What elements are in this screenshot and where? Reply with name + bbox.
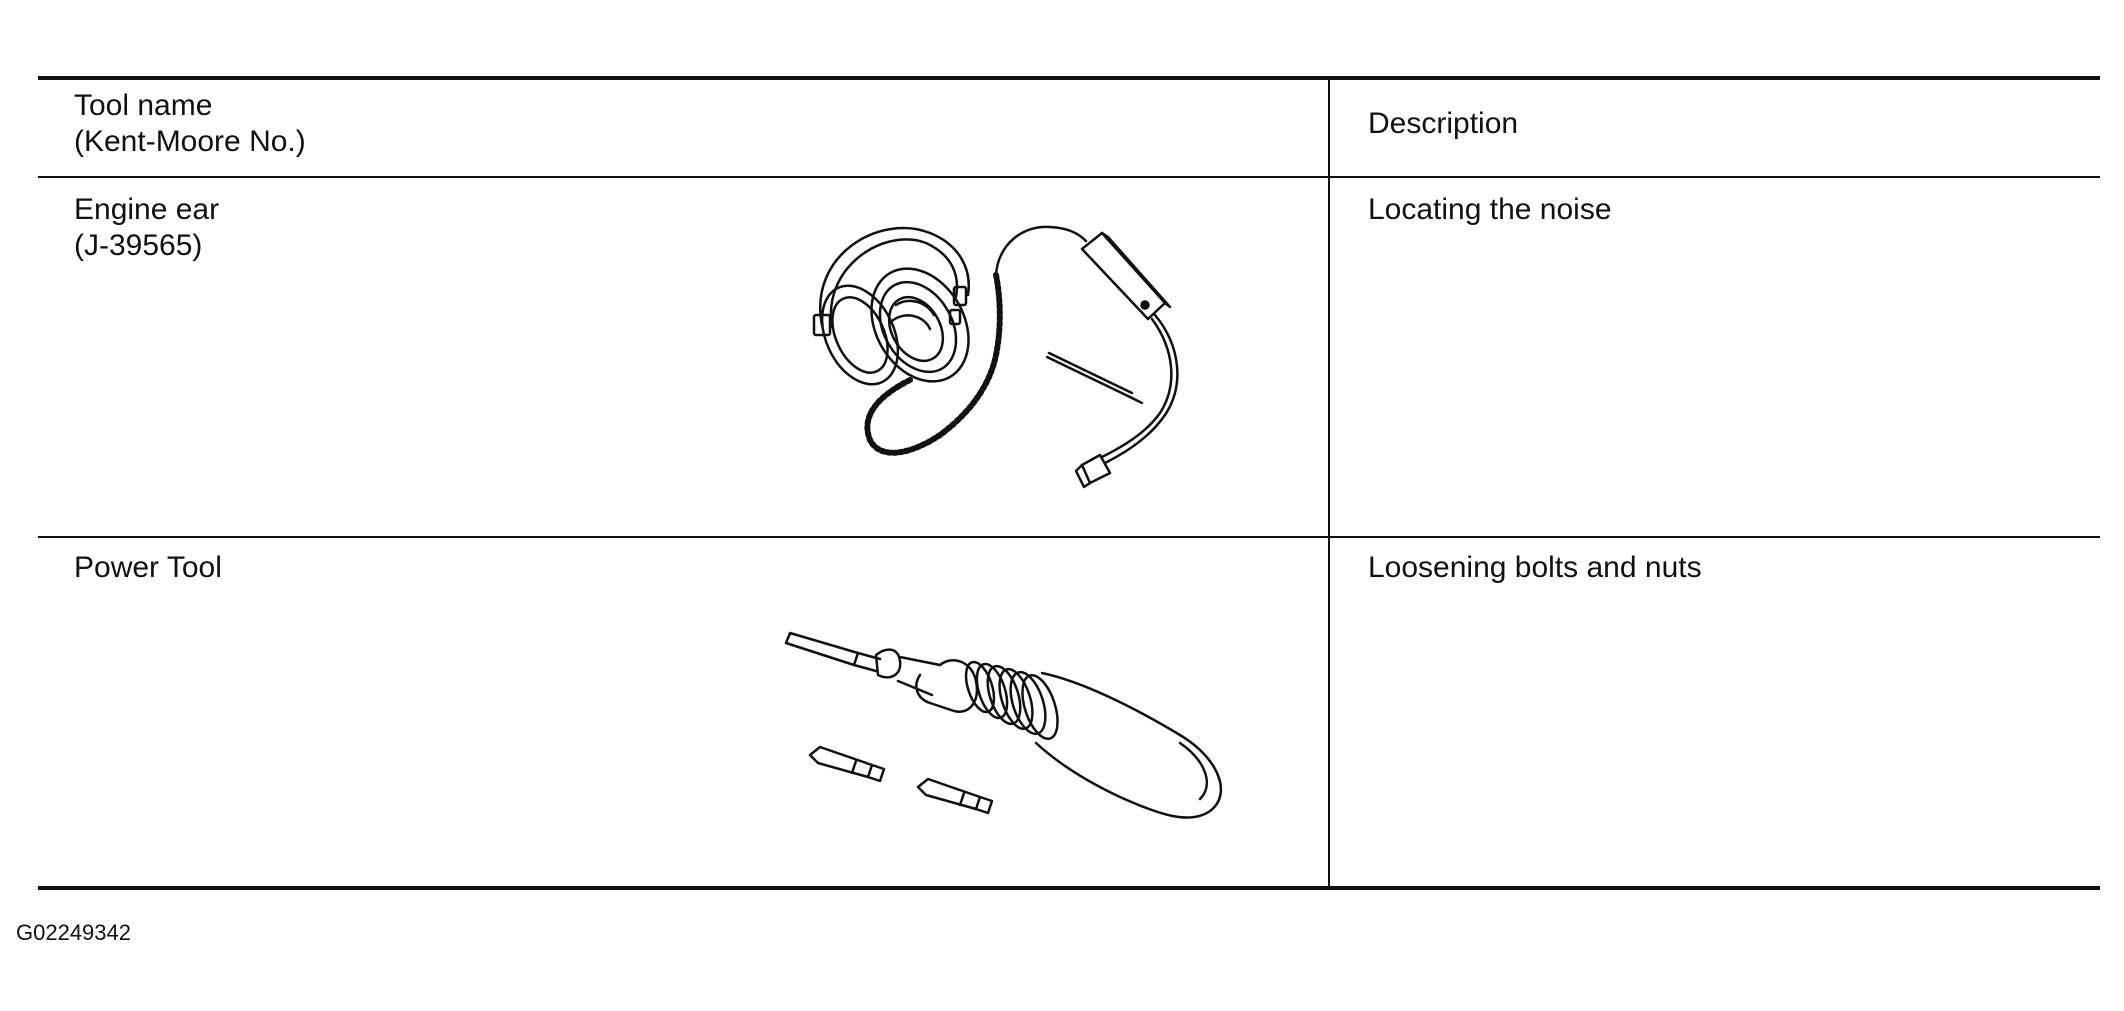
power-tool-illustration-icon — [784, 631, 1223, 819]
header-bottom-rule — [38, 176, 2100, 178]
column-divider — [1328, 78, 1330, 888]
row1-tool-name-line2: (J-39565) — [74, 229, 203, 262]
row2-tool-name-line1: Power Tool — [74, 551, 222, 584]
row2-description: Loosening bolts and nuts — [1368, 551, 1702, 584]
engine-ear-illustration-icon — [812, 225, 1179, 489]
table-top-rule — [38, 76, 2100, 80]
header-tool-name-line2: (Kent-Moore No.) — [74, 125, 306, 158]
row1-tool-name-line1: Engine ear — [74, 193, 220, 226]
table-bottom-rule — [38, 886, 2100, 890]
header-tool-name-line1: Tool name — [74, 89, 213, 122]
header-tool-name: Tool name (Kent-Moore No.) — [74, 88, 306, 160]
row2-tool-name: Power Tool — [74, 550, 222, 586]
row1-bottom-rule — [38, 536, 2100, 538]
figure-code: G02249342 — [16, 920, 131, 945]
row1-description: Locating the noise — [1368, 193, 1612, 226]
row1-tool-name: Engine ear (J-39565) — [74, 192, 219, 264]
header-description: Description — [1368, 107, 1519, 140]
